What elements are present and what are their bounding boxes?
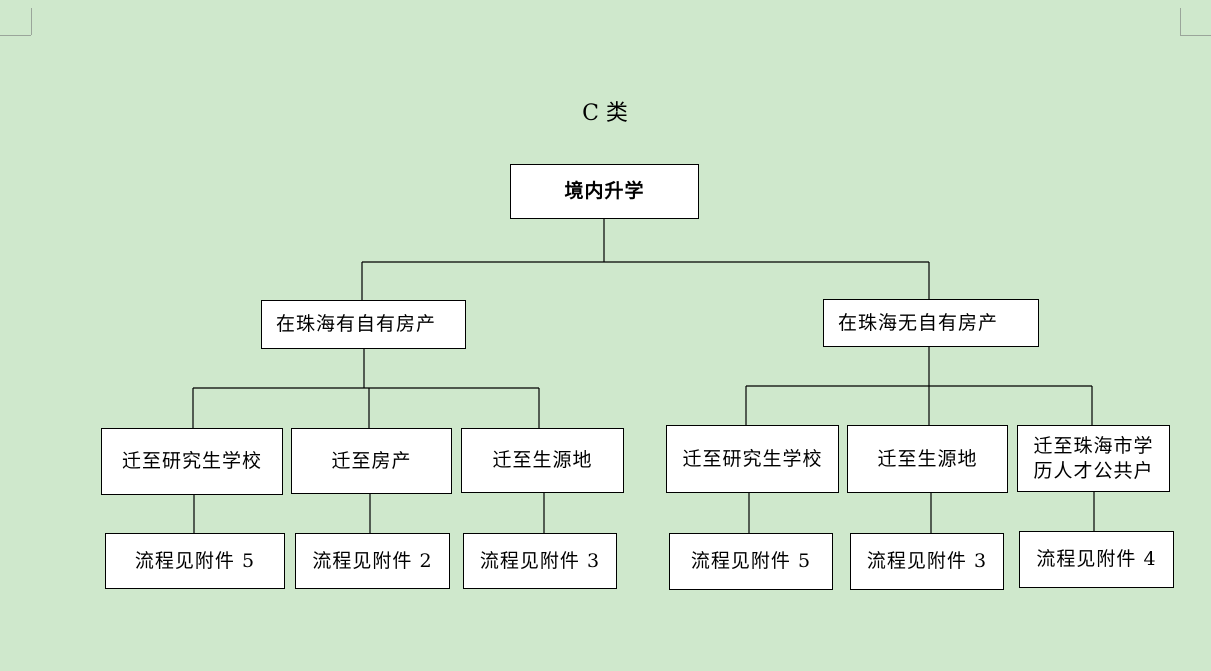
node-branch-no-property: 在珠海无自有房产 <box>823 299 1039 347</box>
node-process: 流程见附件 5 <box>669 533 833 590</box>
diagram-title: C 类 <box>582 101 628 126</box>
page-corner-mark <box>31 8 32 35</box>
node-move-graduate-school: 迁至研究生学校 <box>666 425 839 493</box>
node-process: 流程见附件 2 <box>295 533 450 589</box>
page-corner-mark <box>0 35 31 36</box>
node-process: 流程见附件 5 <box>105 533 285 589</box>
node-move-property: 迁至房产 <box>291 428 452 494</box>
node-move-origin: 迁至生源地 <box>461 428 624 493</box>
node-process: 流程见附件 3 <box>850 533 1004 590</box>
node-root: 境内升学 <box>510 164 699 219</box>
node-label-line: 迁至珠海市学 <box>1033 434 1154 457</box>
node-label-line: 历人才公共户 <box>1033 459 1154 482</box>
node-move-graduate-school: 迁至研究生学校 <box>101 428 283 495</box>
node-process: 流程见附件 3 <box>463 533 617 589</box>
page-corner-mark <box>1180 35 1211 36</box>
node-move-talent-household: 迁至珠海市学 历人才公共户 <box>1017 425 1170 492</box>
node-move-origin: 迁至生源地 <box>847 425 1008 493</box>
page-corner-mark <box>1180 8 1181 35</box>
node-branch-has-property: 在珠海有自有房产 <box>261 300 466 349</box>
node-process: 流程见附件 4 <box>1019 531 1174 588</box>
